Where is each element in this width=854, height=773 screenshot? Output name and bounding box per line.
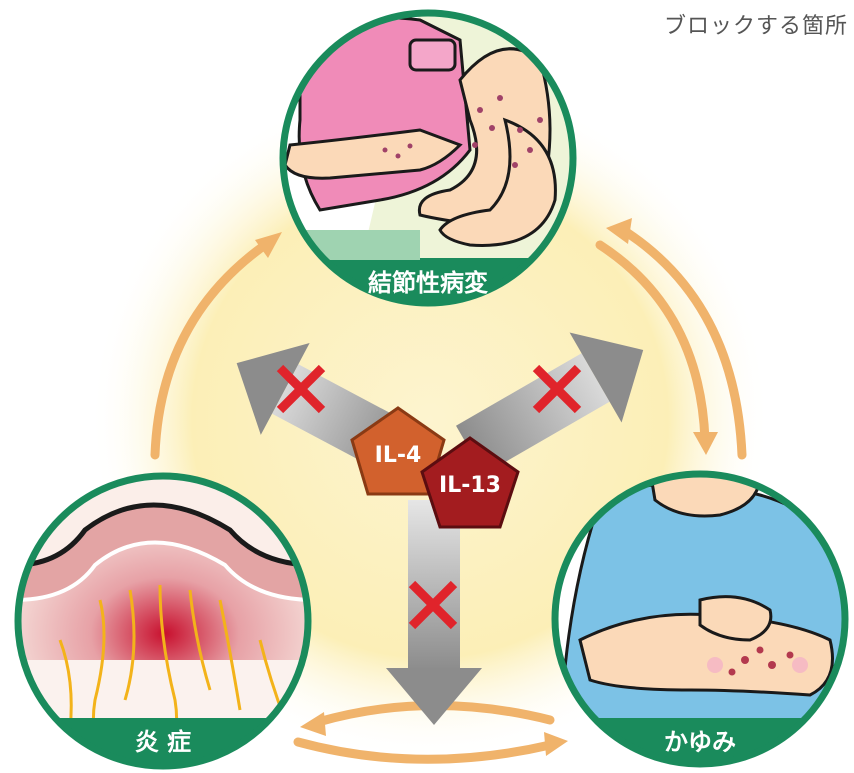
cycle-arrow-head-bottom-lower [544,732,568,756]
cycle-arrow-icon [615,223,747,460]
cycle-arrow-head-right-upper [693,432,718,455]
cross-mark-icon [532,364,582,414]
cycle-arrow-head-right-outer [606,218,632,244]
node-top-label: 結節性病変 [368,269,488,297]
cross-mark-icon [276,364,326,414]
node-nodular-lesion: 結節性病変 [279,9,577,307]
cycle-arrow-head-bottom-upper [300,712,326,736]
cycle-arrow-icon [150,240,270,460]
block-marks [276,364,582,630]
node-right-label: かゆみ [664,728,736,756]
cycle-arrow-head-left [255,232,282,258]
cross-mark-icon [408,580,458,630]
cycle-arrow-icon [293,737,555,764]
cycle-arrow-icon [595,240,710,445]
cycle-arrows [150,218,747,764]
node-itch: かゆみ [551,470,849,768]
il13-badge: IL-13 [420,436,520,529]
il13-label: IL-13 [439,473,501,498]
block-arrow-icon [456,332,644,475]
il4-label: IL-4 [375,443,422,468]
legend-block-locations: ブロックする箇所 [663,14,848,39]
node-left-label: 炎 症 [135,728,191,756]
